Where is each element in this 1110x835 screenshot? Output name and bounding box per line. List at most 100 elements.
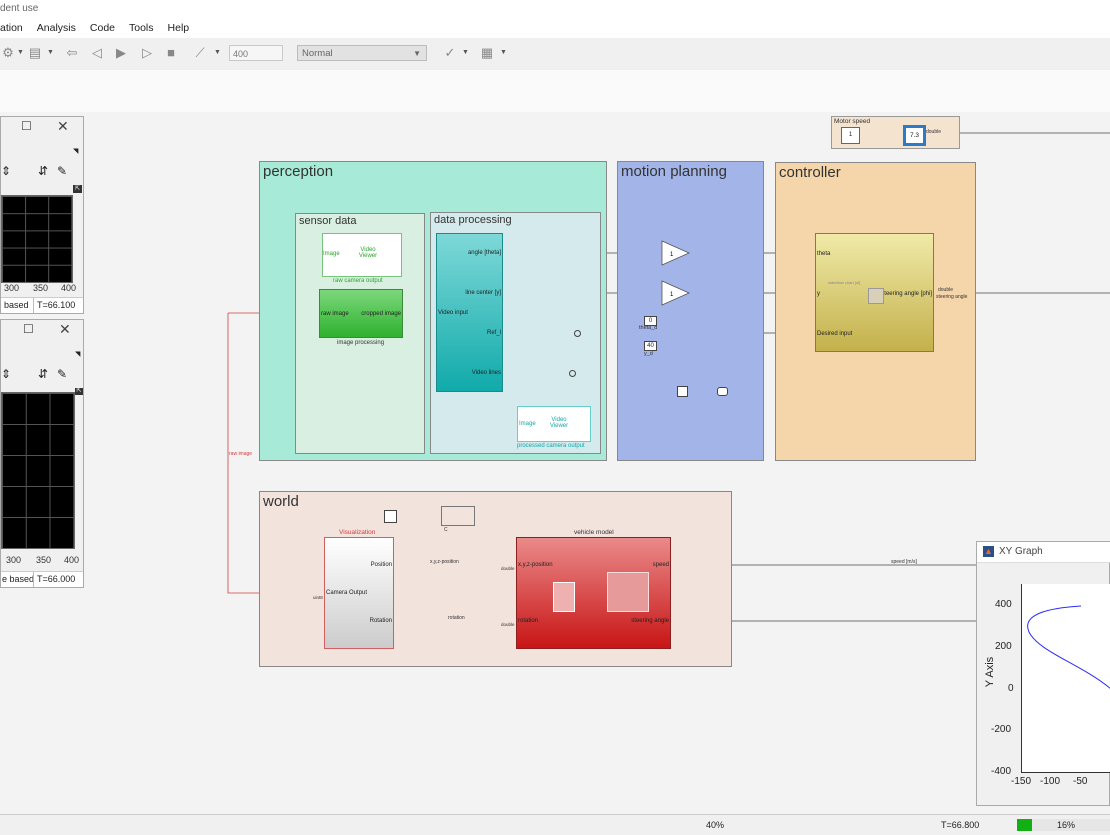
sensor-data-title: sensor data [299,215,357,227]
step-back-icon[interactable]: ⇦ [66,45,78,60]
select-tool-icon[interactable]: ⇕ [1,164,12,178]
controller-desired-port: Desired input [817,331,853,337]
step-forward-icon[interactable]: ▷ [142,45,152,60]
menu-help[interactable]: Help [167,22,190,34]
raw-camera-output-label: raw camera output [333,278,383,284]
data-processing-block[interactable]: Video input angle [theta] line center [y… [436,233,503,392]
processed-camera-output-label: processed camera output [517,443,585,449]
cropped-image-outport: cropped image [361,311,401,317]
image-processing-label: image processing [337,340,385,346]
vehicle-model-title: vehicle model [574,529,614,536]
x-tick: -150 [1011,776,1032,787]
c-label: C [444,527,448,533]
tick-label: 400 [64,555,80,565]
menu-code[interactable]: Code [89,22,115,34]
chevron-down-icon[interactable]: ▼ [47,49,54,56]
chevron-down-icon[interactable]: ▼ [214,49,221,56]
undock-icon[interactable]: ⇱ [73,185,82,193]
video-lines-port: Video lines [471,370,501,376]
stop-icon[interactable]: ■ [167,45,175,60]
terminator-icon [569,370,576,377]
visualization-block[interactable]: Position Rotation Camera Output [324,537,394,649]
simulation-mode-value: Normal [302,48,333,59]
select-tool-icon[interactable]: ⇕ [1,367,12,381]
menu-simulation[interactable]: ation [0,22,23,34]
undock-icon[interactable]: ⇱ [75,388,83,395]
resize-icon: ◥ [73,148,79,155]
xy-graph-titlebar[interactable]: ▲ XY Graph [977,542,1110,563]
xyz-signal-label: x,y,z-position [430,559,459,565]
stop-time-input[interactable]: 400 [229,45,283,61]
visualization-position-port: Position [370,562,392,568]
scope-icon[interactable] [717,387,728,396]
y-tick: 0 [1008,683,1014,694]
model-config-icon[interactable]: ⚙ [2,45,14,60]
matlab-figure-icon: ▲ [983,546,994,557]
close-icon[interactable]: ✕ [59,321,71,337]
restore-view-icon[interactable]: ⇵ [38,367,49,381]
vehicle-model-block[interactable]: x,y,z-position rotation speed steering a… [516,537,671,649]
library-icon[interactable]: ▤ [28,45,42,60]
input-block[interactable] [384,510,397,523]
chevron-down-icon: ▼ [413,49,421,58]
controller-theta-port: theta [817,251,831,257]
raw-viewer-name: Video Viewer [358,247,378,259]
restore-view-icon[interactable]: ⇵ [38,164,49,178]
motion-planning-area[interactable]: motion planning [617,161,764,461]
scope-1-plot [1,195,73,283]
y-tick: -400 [991,766,1012,777]
scope-1-status-left: based [4,300,29,310]
build-icon[interactable]: ▦ [480,45,494,60]
maximize-icon[interactable]: ☐ [23,322,34,336]
vehicle-position-port: x,y,z-position [518,562,553,568]
theta-d-constant[interactable]: 0 [644,316,657,326]
double-label-2: double [501,622,515,627]
motor-speed-display[interactable]: 7.3 [903,125,926,146]
ref-l-port: Ref_l [486,330,501,336]
y-d-constant[interactable]: 40 [644,341,657,351]
subsystem-icon [607,572,649,612]
simulation-mode-select[interactable]: Normal ▼ [297,45,427,61]
gain-blocks[interactable]: 1 1 [660,240,692,308]
rotation-signal-label: rotation [448,615,465,621]
gain-block-2[interactable] [661,280,690,306]
subsystem-icon [553,582,575,612]
chevron-down-icon[interactable]: ▼ [462,49,469,56]
menu-tools[interactable]: Tools [129,22,154,34]
sim-time: T=66.800 [941,820,980,830]
motor-speed-constant[interactable]: 1 [841,127,860,144]
scope-2-status-left: e based [2,574,35,584]
y-d-label: y_d [644,351,653,357]
controller-block[interactable]: theta y Desired input Steering angle [ph… [815,233,934,352]
selector-block[interactable] [677,386,688,397]
theta-d-label: theta_d [639,325,658,331]
maximize-icon[interactable]: ☐ [21,119,32,133]
scope-2-time: T=66.000 [33,572,75,587]
scope-window-1[interactable]: ☐ ✕ ◥ ⇕ ⇵ ✎ ⇱ 300 350 400 based T=66.100 [0,116,84,314]
run-icon[interactable]: ▶ [116,45,126,60]
image-processing-block[interactable]: raw image cropped image [319,289,403,338]
menu-analysis[interactable]: Analysis [36,22,76,34]
processed-video-viewer-block[interactable]: Image Video Viewer [517,406,591,442]
model-advisor-icon[interactable]: ✓ [444,45,456,60]
xy-graph-window[interactable]: ▲ XY Graph Y Axis 400 200 0 -200 -400 -1… [976,541,1110,806]
chevron-down-icon[interactable]: ▼ [17,49,24,56]
controller-steering-port: Steering angle [phi] [880,291,932,297]
close-icon[interactable]: ✕ [57,118,69,134]
y-tick: -200 [991,724,1012,735]
motor-speed-area[interactable]: Motor speed 1 7.3 double [831,116,960,149]
step-backward-icon[interactable]: ◁ [92,45,102,60]
progress-bar: 16% [1017,819,1110,831]
x-tick: -100 [1040,776,1061,787]
vehicle-rotation-port: rotation [518,618,539,624]
gain-block-1[interactable] [661,240,690,266]
data-inspector-icon[interactable]: ⟋ [195,45,205,60]
raw-video-viewer-block[interactable]: Image Video Viewer [322,233,402,277]
chevron-down-icon[interactable]: ▼ [500,49,507,56]
scope-window-2[interactable]: ☐ ✕ ◥ ⇕ ⇵ ✎ ⇱ 300 350 400 e based T=66.0… [0,319,84,588]
scope-2-status: e based T=66.000 [1,571,83,587]
edit-icon[interactable]: ✎ [57,367,68,381]
window-title-bar: dent use [0,0,1110,18]
c-block[interactable] [441,506,475,526]
edit-icon[interactable]: ✎ [57,164,68,178]
